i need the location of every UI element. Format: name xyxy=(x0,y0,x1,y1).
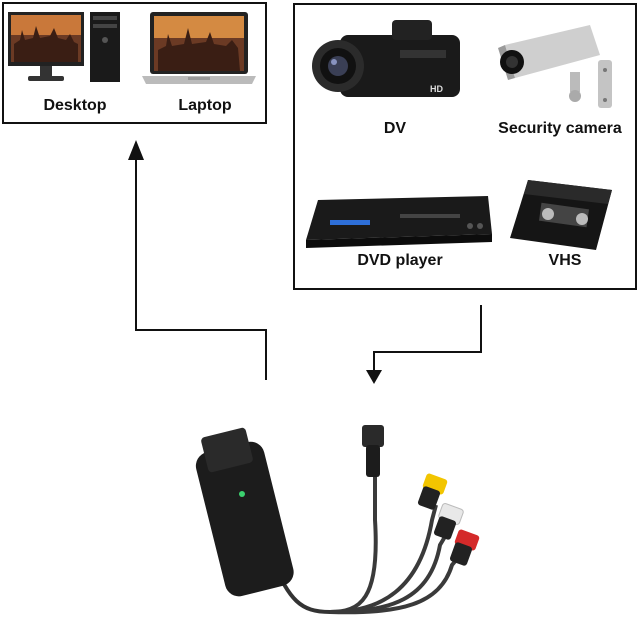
desktop-label: Desktop xyxy=(43,97,107,114)
dvd-player-label: DVD player xyxy=(357,252,443,269)
security-camera-image xyxy=(498,25,612,108)
laptop-image xyxy=(142,12,256,84)
svg-text:HD: HD xyxy=(430,84,443,94)
desktop-tower-image xyxy=(90,12,120,82)
dvd-player-image xyxy=(306,196,492,248)
usb-capture-device-image xyxy=(195,425,480,615)
security-camera-label: Security camera xyxy=(498,120,622,137)
dv-camcorder-image: HD xyxy=(312,20,460,97)
vhs-label: VHS xyxy=(548,252,582,269)
arrow-from-sources xyxy=(366,305,482,384)
laptop-label: Laptop xyxy=(178,97,232,114)
vhs-tape-image xyxy=(510,180,612,250)
arrow-to-computers xyxy=(128,140,267,380)
desktop-monitor-image xyxy=(8,12,84,81)
dv-label: DV xyxy=(383,120,407,137)
